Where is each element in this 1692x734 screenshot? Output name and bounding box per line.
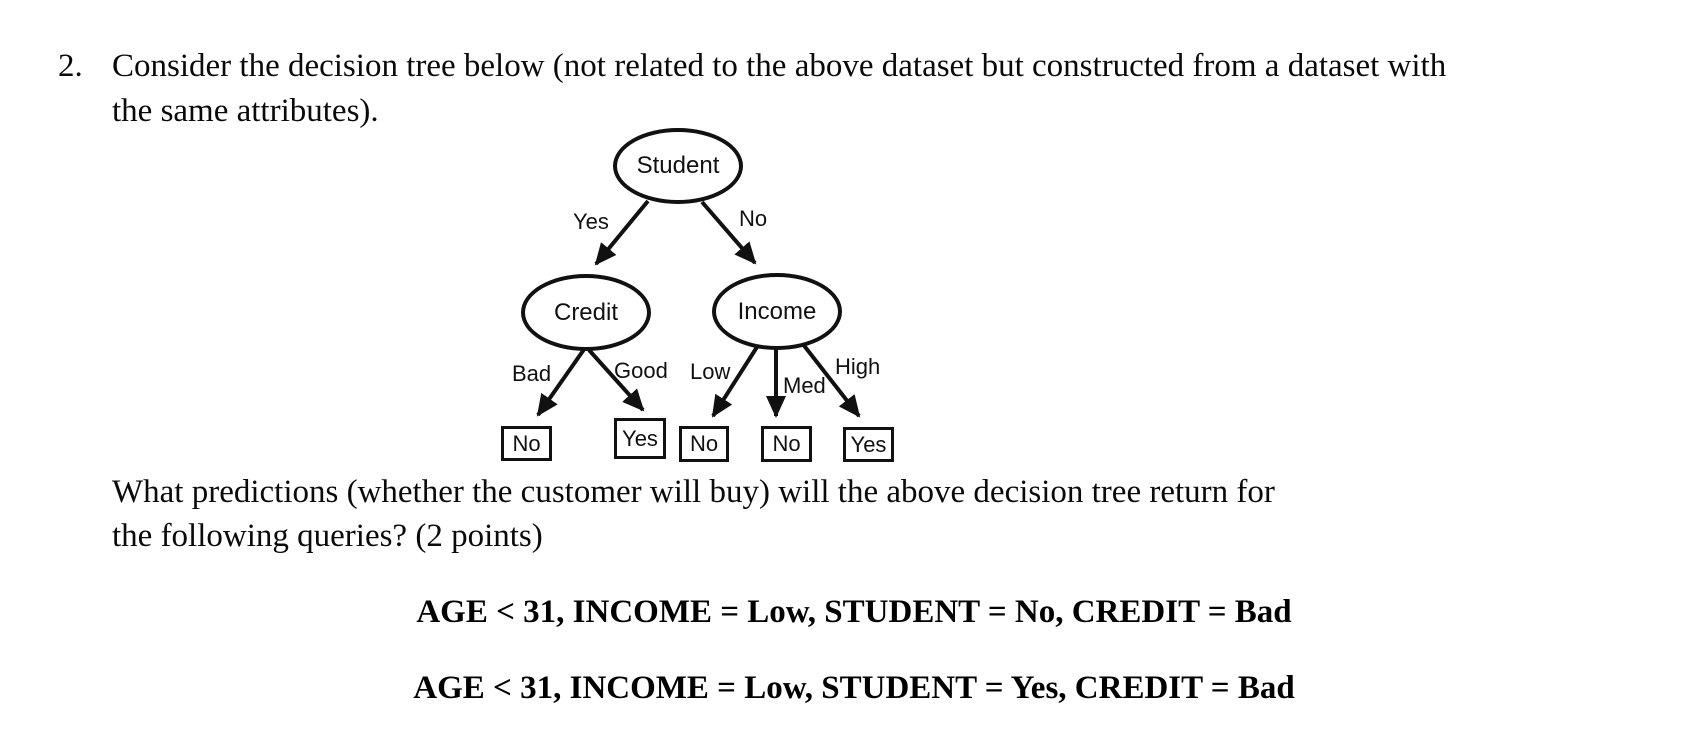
leaf-no-low: No (679, 426, 729, 462)
edge-label-high: High (835, 354, 881, 379)
followup-text-line-2: the following queries? (2 points) (112, 518, 543, 554)
tree-node-credit: Credit (521, 274, 651, 351)
leaf-no-bad: No (501, 426, 552, 461)
followup-text-line-1: What predictions (whether the customer w… (112, 474, 1275, 510)
edge-label-good: Good (614, 358, 668, 383)
edge-label-low: Low (690, 359, 731, 384)
edge-label-med: Med (783, 373, 826, 398)
edge-label-bad: Bad (512, 361, 552, 386)
leaf-no-med: No (761, 426, 812, 462)
edge-label-yes: Yes (573, 209, 609, 234)
query-line-2: AGE < 31, INCOME = Low, STUDENT = Yes, C… (413, 670, 1295, 706)
leaf-yes-good: Yes (614, 418, 666, 459)
question-block: 2. Consider the decision tree below (not… (58, 44, 1446, 134)
tree-node-student: Student (613, 128, 743, 204)
question-text-line-2: the same attributes). (112, 93, 379, 129)
query-line-1: AGE < 31, INCOME = Low, STUDENT = No, CR… (416, 594, 1292, 630)
tree-node-income: Income (712, 273, 842, 350)
followup-block: What predictions (whether the customer w… (112, 470, 1275, 558)
question-text: Consider the decision tree below (not re… (112, 44, 1446, 134)
leaf-yes-high: Yes (843, 427, 894, 462)
edge-label-no: No (739, 206, 768, 231)
question-text-line-1: Consider the decision tree below (not re… (112, 48, 1447, 84)
question-number: 2. (58, 48, 83, 84)
